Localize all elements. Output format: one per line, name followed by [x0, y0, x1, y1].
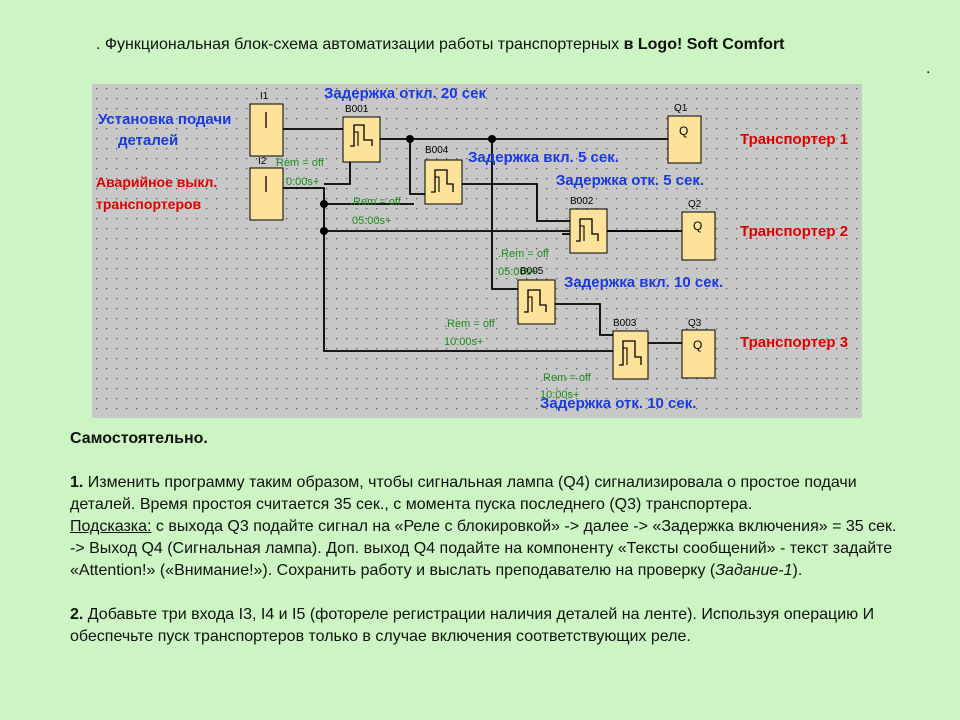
task-1-number: 1.	[70, 474, 84, 491]
timer-b001-id: B001	[345, 104, 369, 115]
timer-b005-param-1: .Rem = off	[444, 318, 496, 330]
timer-b004-param-1: .Rem = off	[350, 196, 402, 208]
hint-label: Подсказка:	[70, 518, 152, 535]
timer-b004-caption: Задержка вкл. 5 сек.	[468, 149, 619, 166]
i2-param-line2: 0:00s+	[286, 176, 319, 188]
timer-b005: B005	[517, 266, 556, 325]
logo-block-diagram: I1 I2 Установка подачи деталей Аварийное…	[92, 84, 862, 418]
timer-b001: B001	[342, 104, 381, 163]
task-2-number: 2.	[70, 606, 84, 623]
timer-b002: B002	[569, 196, 608, 254]
task-1-text: Изменить программу таким образом, чтобы …	[70, 474, 857, 513]
timer-b002-id: B002	[570, 196, 594, 207]
task-1: 1. Изменить программу таким образом, что…	[70, 472, 900, 516]
i2-param-line1: Rem = off	[276, 157, 325, 169]
input-i1-label-line1: Установка подачи	[98, 111, 231, 128]
task-2-text: Добавьте три входа I3, I4 и I5 (фотореле…	[70, 606, 875, 645]
output-q2-id: Q2	[688, 199, 702, 210]
timer-b002-param-2: 05:00s+	[498, 266, 537, 278]
timer-b003-param-1: .Rem = off	[540, 372, 592, 384]
timer-b003: B003	[612, 318, 649, 380]
task-2: 2. Добавьте три входа I3, I4 и I5 (фотор…	[70, 604, 900, 648]
timer-b005-caption: Задержка вкл. 10 сек.	[564, 274, 723, 291]
slide-title: . Функциональная блок-схема автоматизаци…	[96, 36, 785, 54]
input-i2-label-line2: транспортеров	[96, 196, 202, 212]
timer-b003-id: B003	[613, 318, 637, 329]
input-i2: I2	[249, 156, 284, 221]
timer-b004: B004	[424, 145, 463, 205]
output-q3-symbol: Q	[693, 338, 702, 352]
timer-b002-param-1: .Rem = off	[498, 248, 550, 260]
output-q1-symbol: Q	[679, 124, 688, 138]
timer-b003-param-2: 10:00s+	[540, 389, 579, 401]
title-bold: в Logo! Soft Comfort	[623, 36, 785, 53]
hint-end: ).	[792, 562, 803, 579]
timer-b005-param-2: 10:00s+	[444, 336, 483, 348]
input-i2-label-line1: Аварийное выкл.	[96, 174, 217, 190]
output-q3-id: Q3	[688, 318, 702, 329]
timer-b004-param-2: 05:00s+	[352, 215, 391, 227]
input-i1-label-line2: деталей	[118, 132, 178, 149]
output-q3: Q Q3	[681, 318, 716, 379]
output-q1-label: Транспортер 1	[740, 131, 848, 148]
hint-italic: Задание-1	[715, 562, 793, 579]
timer-b004-id: B004	[425, 145, 449, 156]
output-q1: Q Q1	[667, 103, 702, 164]
wires	[283, 128, 682, 352]
title-trailing-dot: .	[926, 60, 931, 77]
input-i1: I1	[249, 91, 284, 157]
timer-b002-caption: Задержка отк. 5 сек.	[556, 172, 704, 189]
timer-b001-caption: Задержка откл. 20 сек	[324, 85, 486, 102]
tasks-section: Самостоятельно. 1. Изменить программу та…	[70, 428, 900, 648]
input-i1-id: I1	[260, 91, 269, 102]
hint-text: с выхода Q3 подайте сигнал на «Реле с бл…	[70, 518, 897, 579]
timer-b003-caption: Задержка отк. 10 сек.	[540, 395, 696, 412]
output-q3-label: Транспортер 3	[740, 334, 848, 351]
task-1-hint: Подсказка: с выхода Q3 подайте сигнал на…	[70, 516, 900, 582]
tasks-heading: Самостоятельно.	[70, 430, 208, 447]
output-q2-label: Транспортер 2	[740, 223, 848, 240]
wire-junctions	[320, 135, 496, 235]
input-i2-id: I2	[258, 156, 267, 167]
timer-b005-id: B005	[520, 266, 544, 277]
output-q2-symbol: Q	[693, 219, 702, 233]
title-text: . Функциональная блок-схема автоматизаци…	[96, 36, 624, 53]
output-q1-id: Q1	[674, 103, 688, 114]
output-q2: Q Q2	[681, 199, 716, 261]
